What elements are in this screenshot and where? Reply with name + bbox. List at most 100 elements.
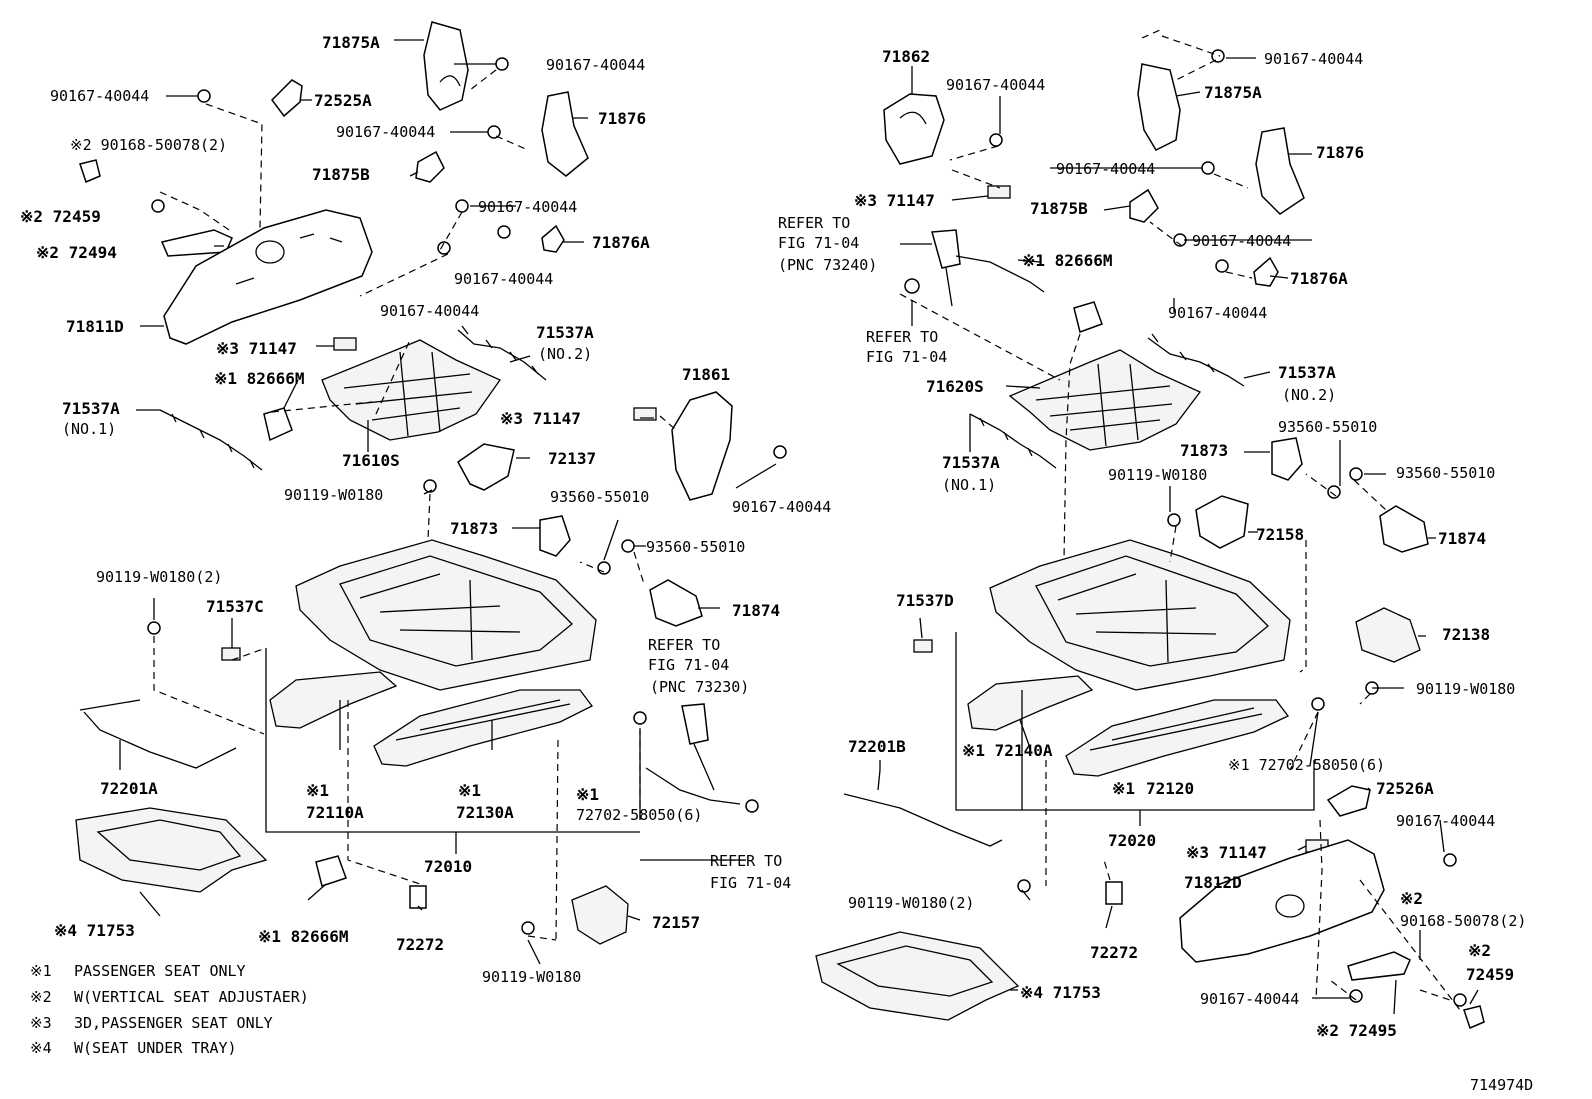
- left-label-33: 71874: [732, 601, 780, 620]
- left-label-9: ※2 72459: [20, 207, 101, 226]
- note-text-3: 3D,PASSENGER SEAT ONLY: [74, 1014, 273, 1032]
- right-label-15: REFER TO: [866, 328, 938, 346]
- right-assembly-parts: [815, 63, 1485, 1030]
- right-label-48: ※4 71753: [1020, 983, 1101, 1002]
- left-label-2: 72525A: [314, 91, 372, 110]
- note-mark-1: ※1: [30, 962, 52, 980]
- left-leader-lines: [119, 39, 777, 965]
- part-72495: [1347, 951, 1411, 981]
- part-72272-right: [1105, 881, 1123, 905]
- part-72272-left: [409, 885, 427, 909]
- part-71537A-no1-left: [159, 409, 263, 471]
- part-71812D: [1179, 839, 1385, 963]
- left-label-7: 71875B: [312, 165, 370, 184]
- label-layer: 71875A 90167-40044 72525A 90167-40044 90167-…: [20, 33, 1526, 1040]
- left-label-0: 71875A: [322, 33, 380, 52]
- part-71861: [671, 391, 733, 501]
- part-71876-left: [541, 91, 589, 177]
- part-71876A-left: [541, 224, 565, 253]
- right-label-0: 71862: [882, 47, 930, 66]
- right-label-21: 71537A: [942, 453, 1000, 472]
- right-label-12: ※1 82666M: [1022, 251, 1112, 270]
- part-72201B: [843, 769, 1003, 847]
- right-leader-lines: [879, 29, 1479, 1015]
- left-label-11: 71876A: [592, 233, 650, 252]
- left-label-38: ※1: [306, 781, 329, 800]
- right-label-43: 90168-50078(2): [1400, 912, 1526, 930]
- right-bolts: [989, 49, 1467, 1007]
- left-label-39: ※1: [458, 781, 481, 800]
- left-label-51: 90119-W0180: [482, 968, 581, 986]
- left-label-24: 71610S: [342, 451, 400, 470]
- left-label-50: 72272: [396, 935, 444, 954]
- part-belt-buckle-right: [931, 229, 961, 269]
- part-71537D: [913, 639, 933, 653]
- part-82666M-right: [1073, 301, 1103, 333]
- part-72158: [1195, 495, 1249, 549]
- left-label-31: 90119-W0180(2): [96, 568, 222, 586]
- right-label-39: 72020: [1108, 831, 1156, 850]
- right-label-19: 71537A: [1278, 363, 1336, 382]
- part-72201A: [79, 699, 237, 769]
- part-71537A-no1-right: [969, 413, 1057, 469]
- part-72138: [1355, 607, 1421, 663]
- part-82666M-left-b: [315, 855, 347, 887]
- left-label-26: 90119-W0180: [284, 486, 383, 504]
- right-label-11: 71875B: [1030, 199, 1088, 218]
- right-label-49: 90167-40044: [1200, 990, 1299, 1008]
- right-label-25: 90119-W0180: [1108, 466, 1207, 484]
- right-label-47: 72272: [1090, 943, 1138, 962]
- part-72459-left: [79, 159, 101, 184]
- right-label-14: 71876A: [1290, 269, 1348, 288]
- left-label-40: ※1: [576, 785, 599, 804]
- part-71753-left: [75, 807, 268, 893]
- left-assembly-parts: [75, 21, 759, 945]
- right-label-33: ※1 72140A: [962, 741, 1053, 760]
- part-71873-right: [1271, 437, 1303, 481]
- left-label-8: 90167-40044: [478, 198, 577, 216]
- right-label-24: 71873: [1180, 441, 1228, 460]
- left-label-12: ※2 72494: [36, 243, 117, 262]
- right-label-6: REFER TO: [778, 214, 850, 232]
- left-label-18: (NO.2): [538, 345, 592, 363]
- left-label-43: 72702-58050(6): [576, 806, 702, 824]
- part-71874-left: [649, 579, 703, 627]
- left-assembly-bracket: [265, 648, 640, 854]
- right-assembly-bracket: [955, 632, 1315, 826]
- left-label-20: 71861: [682, 365, 730, 384]
- left-label-1: 90167-40044: [50, 87, 149, 105]
- part-seat-frame-left: [295, 539, 597, 691]
- part-72140A: [967, 675, 1094, 731]
- left-label-15: 71811D: [66, 317, 124, 336]
- left-label-28: 93560-55010: [550, 488, 649, 506]
- part-72137: [457, 443, 515, 491]
- left-label-10: 90167-40044: [454, 270, 553, 288]
- part-71537A-no2-left: [457, 325, 547, 381]
- right-label-46: 72459: [1466, 965, 1514, 984]
- part-71875A-left: [423, 21, 469, 111]
- right-label-20: (NO.2): [1282, 386, 1336, 404]
- left-label-19: ※1 82666M: [214, 369, 304, 388]
- right-label-36: ※1: [1112, 779, 1135, 798]
- part-72494: [160, 229, 233, 257]
- left-label-41: 72110A: [306, 803, 364, 822]
- right-label-13: 90167-40044: [1192, 232, 1291, 250]
- right-label-44: 90119-W0180(2): [848, 894, 974, 912]
- part-72525A: [271, 79, 303, 118]
- right-label-30: 72138: [1442, 625, 1490, 644]
- part-71876-right: [1255, 127, 1305, 215]
- note-mark-4: ※4: [30, 1039, 52, 1057]
- left-label-46: FIG 71-04: [710, 874, 791, 892]
- part-71620S: [1008, 349, 1202, 451]
- right-label-34: ※1 72702-58050(6): [1228, 756, 1385, 774]
- left-label-47: ※4 71753: [54, 921, 135, 940]
- left-label-48: 72157: [652, 913, 700, 932]
- left-label-42: 72130A: [456, 803, 514, 822]
- right-label-27: 72158: [1256, 525, 1304, 544]
- note-mark-2: ※2: [30, 988, 52, 1006]
- right-label-8: (PNC 73240): [778, 256, 877, 274]
- right-label-45: ※2: [1468, 941, 1491, 960]
- note-text-1: PASSENGER SEAT ONLY: [74, 962, 246, 980]
- part-71811D: [163, 209, 373, 345]
